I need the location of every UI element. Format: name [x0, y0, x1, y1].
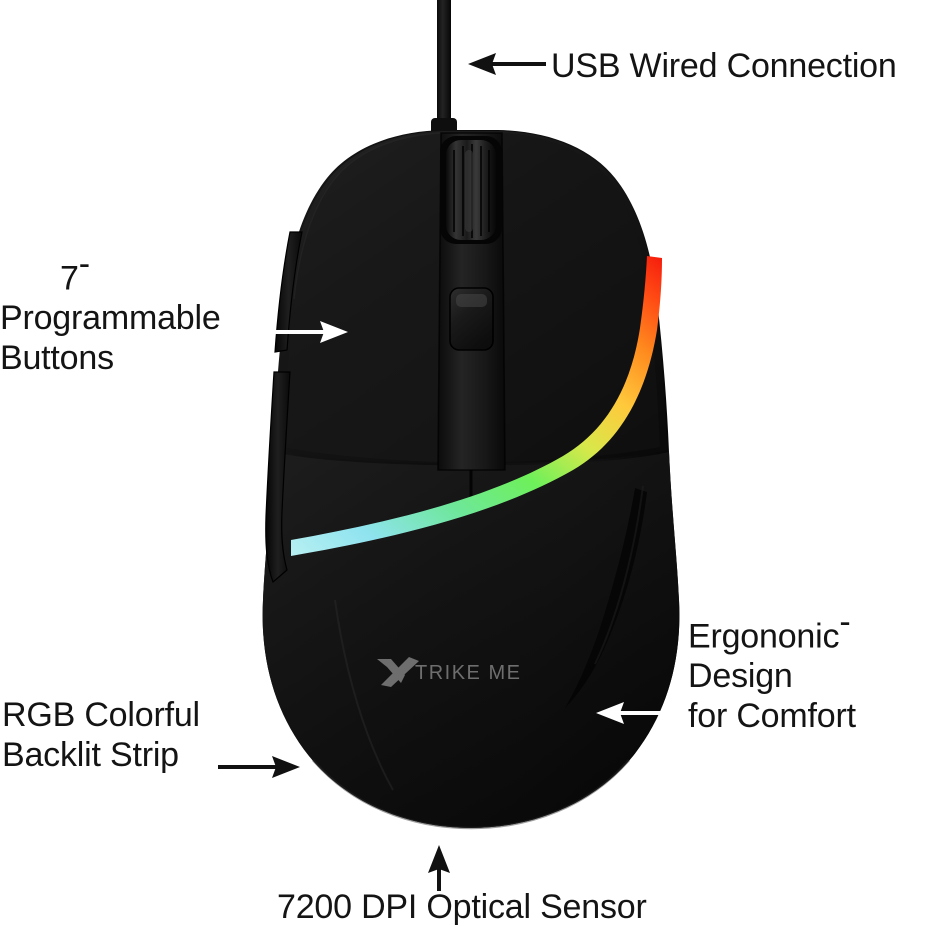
buttons-count: 7	[60, 259, 79, 298]
right-side-groove	[565, 488, 647, 708]
rgb-line1: RGB Colorful	[2, 696, 200, 734]
rgb-strip-arrow	[216, 754, 302, 780]
ergo-mark: -	[839, 603, 851, 641]
programmable-buttons-arrow	[268, 319, 350, 345]
buttons-mark: -	[78, 245, 91, 283]
dpi-button[interactable]	[449, 287, 494, 351]
ergo-line2: Design	[688, 657, 793, 696]
ergo-line3: for Comfort	[688, 696, 856, 735]
callout-ergonomic-design: Ergononic- Design for Comfort	[688, 603, 856, 737]
gaming-mouse-illustration	[243, 0, 703, 840]
dpi-sensor-arrow	[425, 843, 453, 893]
ergo-line1: Ergononic	[688, 617, 840, 656]
rgb-backlit-strip	[291, 256, 662, 556]
right-click-button	[501, 133, 660, 462]
callout-usb-wired-connection: USB Wired Connection	[551, 47, 897, 85]
buttons-line3: Buttons	[0, 338, 114, 377]
scroll-wheel[interactable]	[446, 140, 496, 240]
left-click-button	[283, 133, 442, 462]
callout-programmable-buttons: 7- Programmable Buttons	[0, 245, 221, 379]
mouse-cable	[431, 0, 457, 140]
callout-rgb-backlit-strip: RGB Colorful Backlit Strip	[2, 696, 200, 776]
buttons-line2: Programmable	[0, 299, 221, 338]
rgb-line2: Backlit Strip	[2, 735, 179, 774]
ergonomic-design-arrow	[594, 700, 676, 726]
callout-dpi-optical-sensor: 7200 DPI Optical Sensor	[277, 888, 647, 926]
side-buttons[interactable]	[265, 231, 303, 584]
usb-arrow	[466, 51, 548, 77]
